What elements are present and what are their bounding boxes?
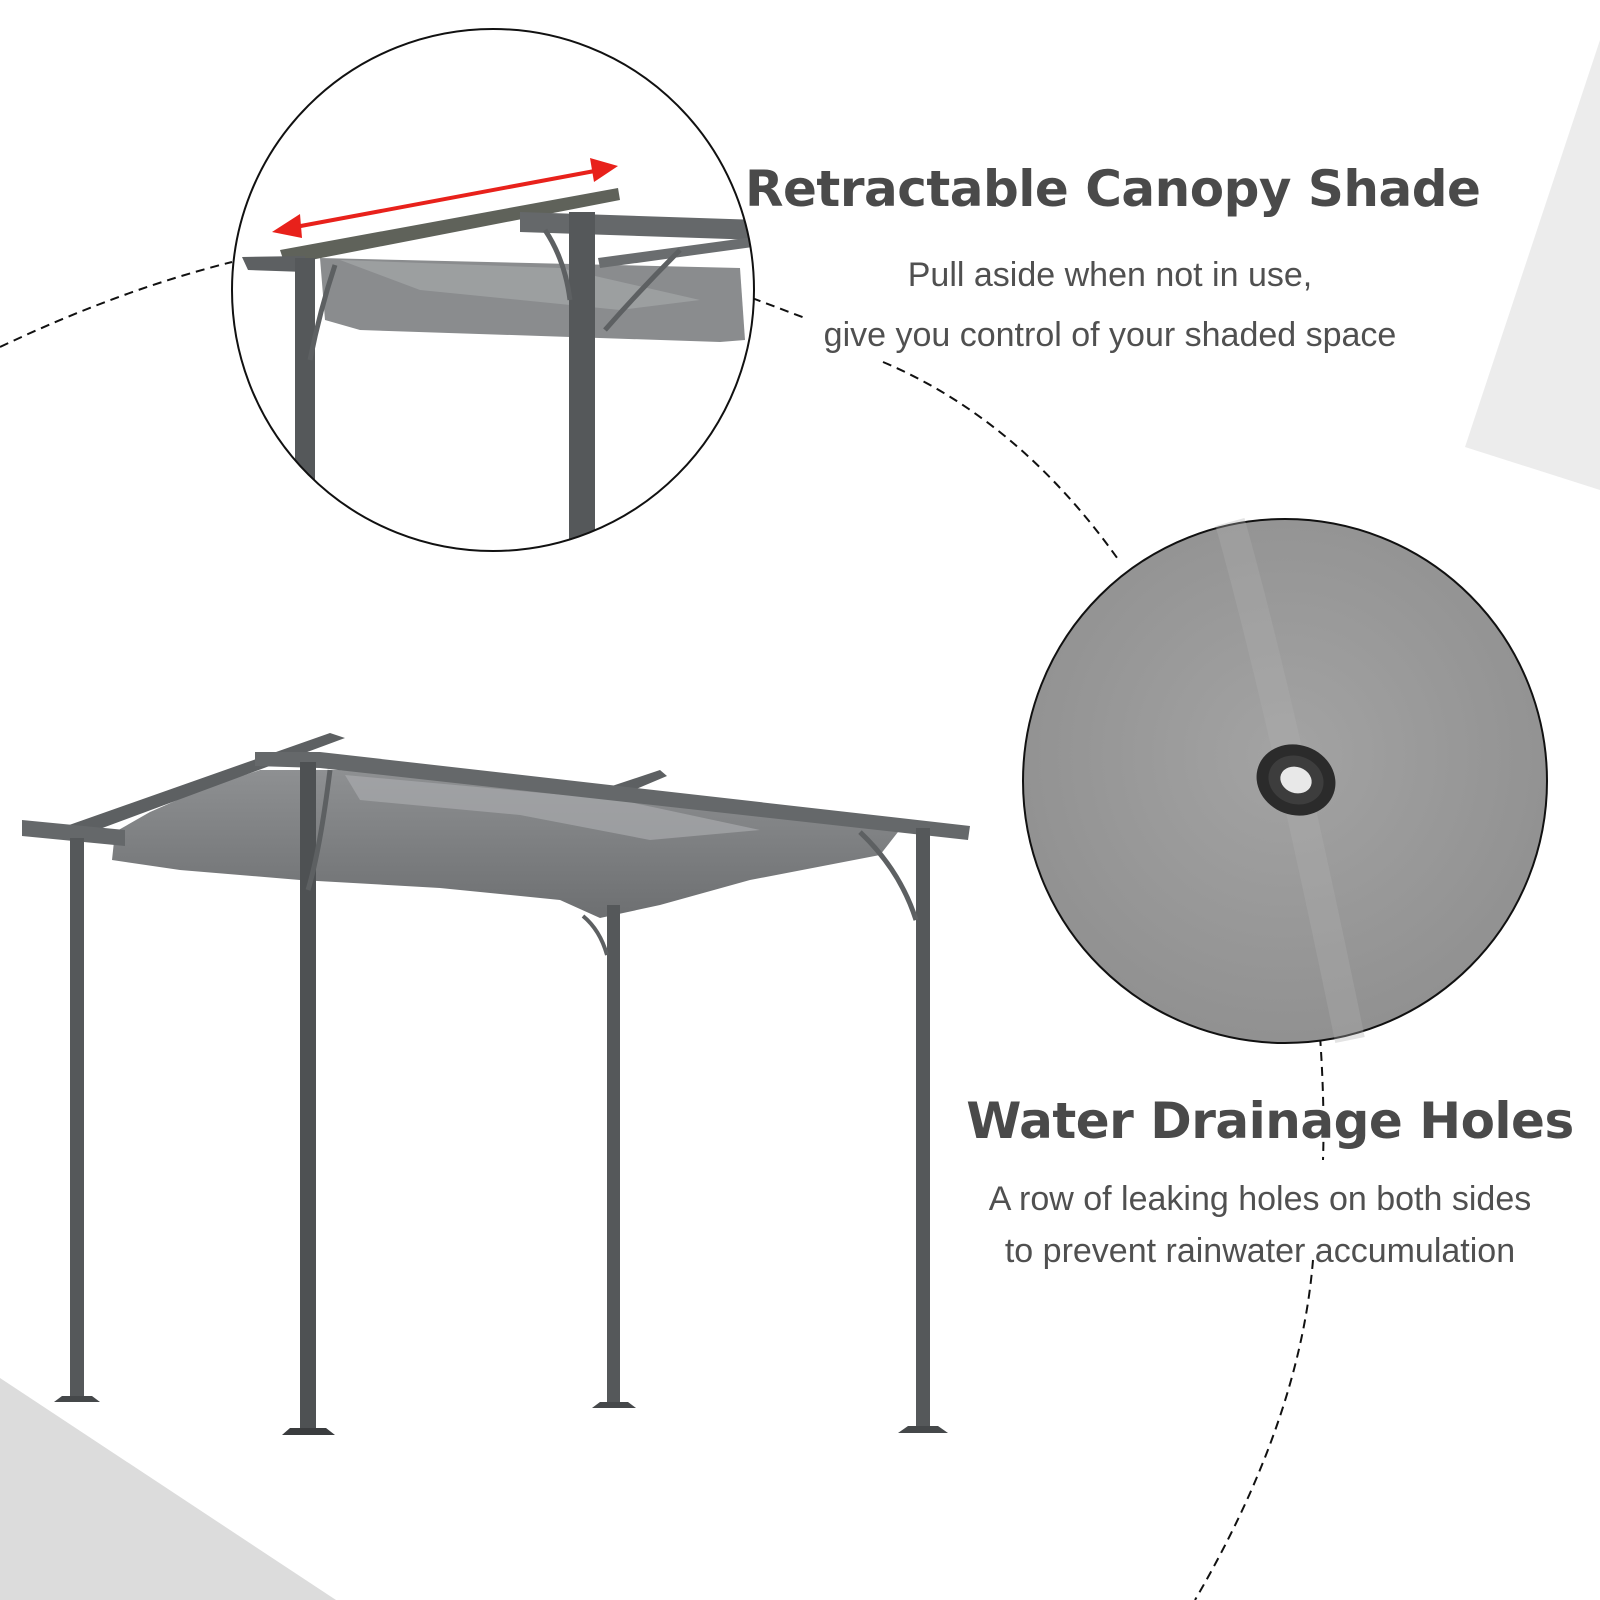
post-base bbox=[54, 1396, 100, 1402]
grommet-icon bbox=[1256, 744, 1336, 816]
bracket bbox=[305, 769, 333, 891]
post-back-left bbox=[70, 838, 84, 1398]
post-base bbox=[592, 1402, 636, 1408]
beam-left-side bbox=[22, 820, 125, 846]
post-right bbox=[569, 212, 595, 551]
dashed-connector-top bbox=[751, 297, 806, 319]
bracket bbox=[307, 264, 338, 361]
dashed-connector-middle bbox=[882, 361, 1121, 563]
canopy-rolled-highlight bbox=[340, 260, 700, 310]
double-arrow-icon bbox=[272, 158, 618, 238]
post-back-right bbox=[607, 905, 620, 1403]
bracket bbox=[542, 228, 573, 301]
beam-front bbox=[255, 752, 970, 840]
post-base bbox=[282, 1428, 335, 1435]
fabric-fold bbox=[1215, 517, 1365, 1044]
post-front-right bbox=[916, 828, 930, 1426]
beam-top-rafter bbox=[280, 188, 620, 265]
feature-description-line: give you control of your shaded space bbox=[823, 316, 1397, 354]
dashed-connector-top-left bbox=[0, 261, 233, 348]
bracket bbox=[581, 914, 609, 956]
feature-description-line: Pull aside when not in use, bbox=[907, 256, 1313, 294]
post-front-left bbox=[300, 762, 316, 1428]
bracket bbox=[858, 830, 919, 921]
accent-shape-top-right bbox=[1465, 40, 1600, 490]
feature-title-drainage-holes: Water Drainage Holes bbox=[966, 1092, 1574, 1150]
feature-title-retractable-canopy: Retractable Canopy Shade bbox=[745, 160, 1481, 218]
dashed-connector-bottom bbox=[1194, 1259, 1314, 1600]
post-base bbox=[898, 1426, 948, 1433]
beam-left-stub bbox=[242, 256, 305, 272]
feature-description-line: A row of leaking holes on both sides bbox=[988, 1180, 1532, 1218]
feature-description-line: to prevent rainwater accumulation bbox=[1004, 1232, 1516, 1270]
canopy-highlight bbox=[345, 775, 760, 840]
accent-shape-bottom-left bbox=[0, 1378, 336, 1600]
bracket bbox=[603, 248, 682, 332]
